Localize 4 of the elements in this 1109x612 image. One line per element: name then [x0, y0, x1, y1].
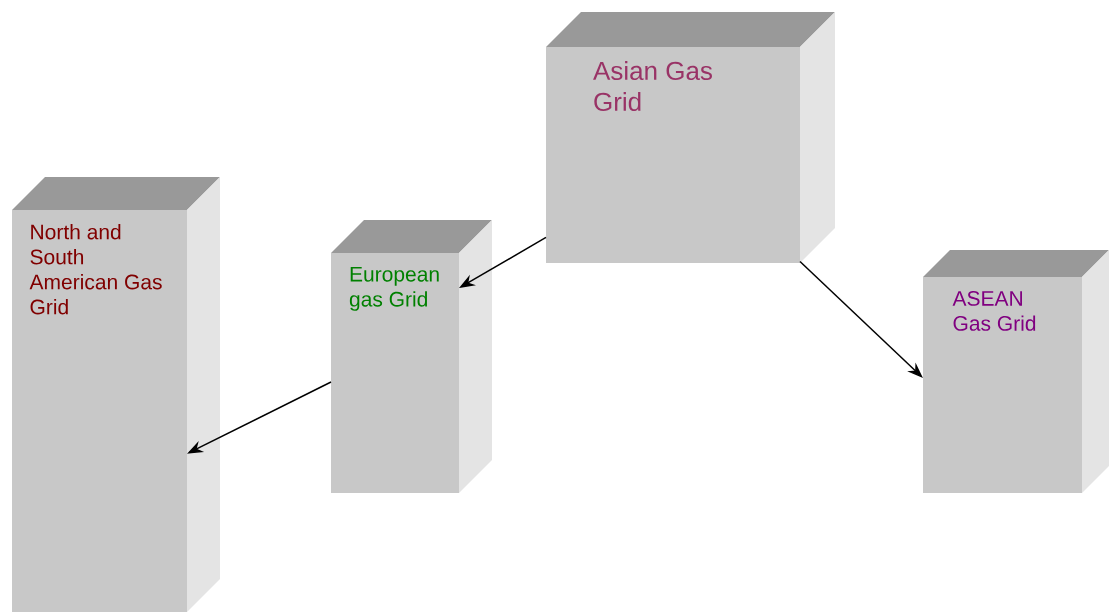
box-3d: ASEAN Gas Grid — [923, 250, 1109, 493]
box-3d: Asian Gas Grid — [546, 12, 835, 263]
box-3d: European gas Grid — [331, 220, 492, 493]
box-3d: North and South American Gas Grid — [12, 177, 220, 612]
